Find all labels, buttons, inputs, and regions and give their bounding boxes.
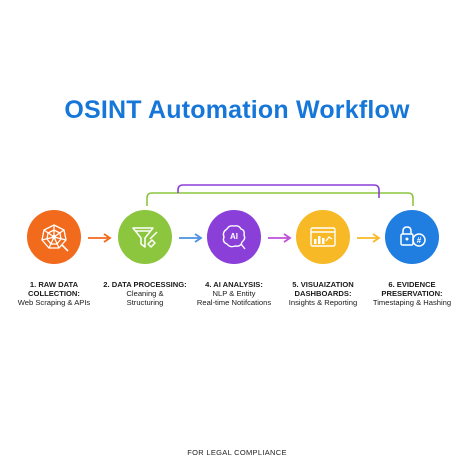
step-1-title-line1: 1. RAW DATA: [29, 280, 79, 289]
step-1-title-line2: COLLECTION:: [28, 289, 80, 299]
step-2-desc-line1: Cleaning &: [126, 289, 164, 299]
lock-hash-icon: #: [400, 226, 426, 247]
step-2-title-line1: 2. DATA PROCESSING:: [103, 280, 187, 289]
step-3-desc-line2: Real-time Notifcations: [196, 298, 272, 308]
ai-brain-icon: AI: [222, 225, 246, 250]
step-2-node: [118, 210, 172, 264]
step-4-title-line2: DASHBOARDS:: [294, 289, 352, 299]
step-1-node: [27, 210, 81, 264]
footer-note: FOR LEGAL COMPLIANCE: [187, 448, 287, 457]
step-5-title-line2: PRESERVATION:: [381, 289, 443, 299]
bracket-outer: [146, 192, 414, 206]
svg-text:#: #: [417, 236, 422, 245]
dashboard-chart-icon: [310, 227, 336, 247]
step-1-label: 1. RAW DATA COLLECTION: Web Scraping & A…: [0, 280, 109, 308]
step-5-node: #: [385, 210, 439, 264]
step-3-desc-line1: NLP & Entity: [212, 289, 256, 299]
step-5-title-line1: 6. EVIDENCE: [388, 280, 436, 289]
svg-text:AI: AI: [230, 232, 238, 241]
step-4-title-line1: 5. VISUAIZATION: [292, 280, 354, 289]
spider-web-icon: [41, 224, 69, 252]
step-5-desc-line1: Timestaping & Hashing: [372, 298, 452, 308]
step-4-label: 5. VISUAIZATION DASHBOARDS: Insights & R…: [268, 280, 378, 308]
step-2-label: 2. DATA PROCESSING: Cleaning & Structuri…: [90, 280, 200, 308]
step-3-node: AI: [207, 210, 261, 264]
step-2-desc-line2: Structuring: [126, 298, 164, 308]
arrow-4-5: [268, 233, 292, 243]
filter-funnel-icon: [132, 227, 158, 248]
arrow-5-6: [357, 233, 381, 243]
bracket-inner: [177, 184, 380, 198]
arrow-2-4: [179, 233, 203, 243]
step-4-node: [296, 210, 350, 264]
arrow-1-2: [88, 233, 112, 243]
step-5-label: 6. EVIDENCE PRESERVATION: Timestaping & …: [357, 280, 467, 308]
step-4-desc-line1: Insights & Reporting: [288, 298, 358, 308]
step-3-label: 4. AI ANALYSIS: NLP & Entity Real-time N…: [179, 280, 289, 308]
step-1-desc-line1: Web Scraping & APIs: [17, 298, 91, 308]
step-3-title-line1: 4. AI ANALYSIS:: [205, 280, 263, 289]
page-title: OSINT Automation Workflow: [64, 96, 410, 124]
